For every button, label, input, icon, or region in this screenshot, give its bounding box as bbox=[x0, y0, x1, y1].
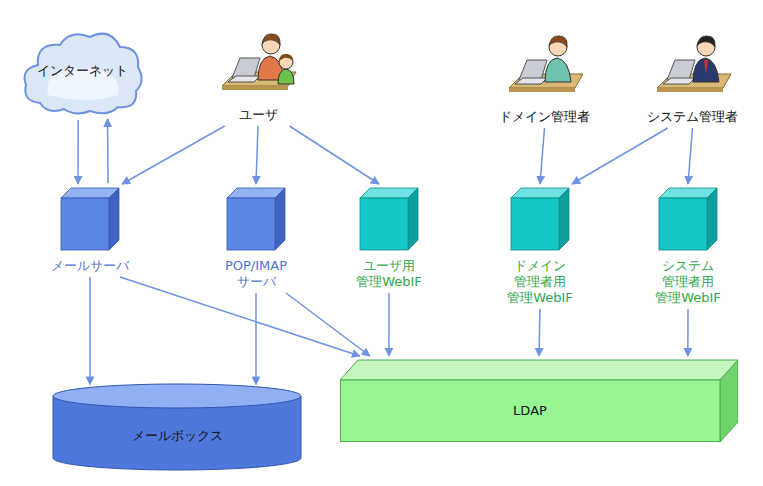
person-illustration bbox=[218, 28, 298, 104]
connector-arrow bbox=[688, 128, 693, 184]
node-label: メールサーバ bbox=[45, 258, 135, 274]
connector-arrow bbox=[89, 277, 91, 385]
actor-node: ドメイン管理者 bbox=[495, 30, 594, 125]
server-cube bbox=[59, 186, 121, 252]
node-label: ドメイン管理者 bbox=[499, 109, 590, 125]
connector-arrow bbox=[572, 128, 668, 184]
connector-arrow bbox=[255, 293, 257, 385]
node-label: メールボックス bbox=[132, 428, 223, 444]
connector-arrow bbox=[290, 126, 380, 184]
server-node: POP/IMAP サーバ bbox=[196, 186, 316, 290]
node-label: インターネット bbox=[37, 63, 128, 79]
mailbox-store: メールボックス bbox=[52, 383, 302, 471]
connector-arrow bbox=[540, 128, 545, 184]
server-node: ドメイン 管理者用 管理WebIF bbox=[490, 186, 590, 306]
person-illustration bbox=[505, 30, 585, 106]
server-cube bbox=[225, 186, 287, 252]
node-label: ユーザ bbox=[239, 107, 278, 123]
server-node: ユーザ用 管理WebIF bbox=[339, 186, 439, 290]
connector-arrow bbox=[388, 293, 390, 356]
node-label: ユーザ用 管理WebIF bbox=[344, 258, 434, 290]
connector-arrow bbox=[256, 126, 258, 184]
server-node: システム 管理者用 管理WebIF bbox=[638, 186, 738, 306]
person-illustration bbox=[653, 30, 733, 106]
node-label: LDAP bbox=[513, 403, 547, 419]
connector-arrow bbox=[107, 119, 109, 183]
node-label: ドメイン 管理者用 管理WebIF bbox=[495, 258, 585, 306]
mailbox-cylinder bbox=[52, 383, 302, 471]
server-cube bbox=[509, 186, 571, 252]
cloud-node: インターネット bbox=[18, 25, 146, 117]
connector-arrow bbox=[539, 309, 540, 356]
node-label: システム 管理者用 管理WebIF bbox=[643, 258, 733, 306]
ldap-prism bbox=[340, 358, 738, 442]
actor-node: ユーザ bbox=[213, 28, 303, 123]
server-cube bbox=[657, 186, 719, 252]
connector-arrow bbox=[687, 309, 689, 356]
connector-arrow bbox=[286, 293, 370, 356]
server-node: メールサーバ bbox=[40, 186, 140, 274]
server-cube bbox=[358, 186, 420, 252]
actor-node: システム管理者 bbox=[643, 30, 742, 125]
connector-arrow bbox=[77, 120, 79, 184]
ldap-store: LDAP bbox=[340, 358, 738, 442]
node-label: POP/IMAP サーバ bbox=[211, 258, 301, 290]
connector-arrow bbox=[122, 126, 225, 184]
node-label: システム管理者 bbox=[647, 109, 738, 125]
